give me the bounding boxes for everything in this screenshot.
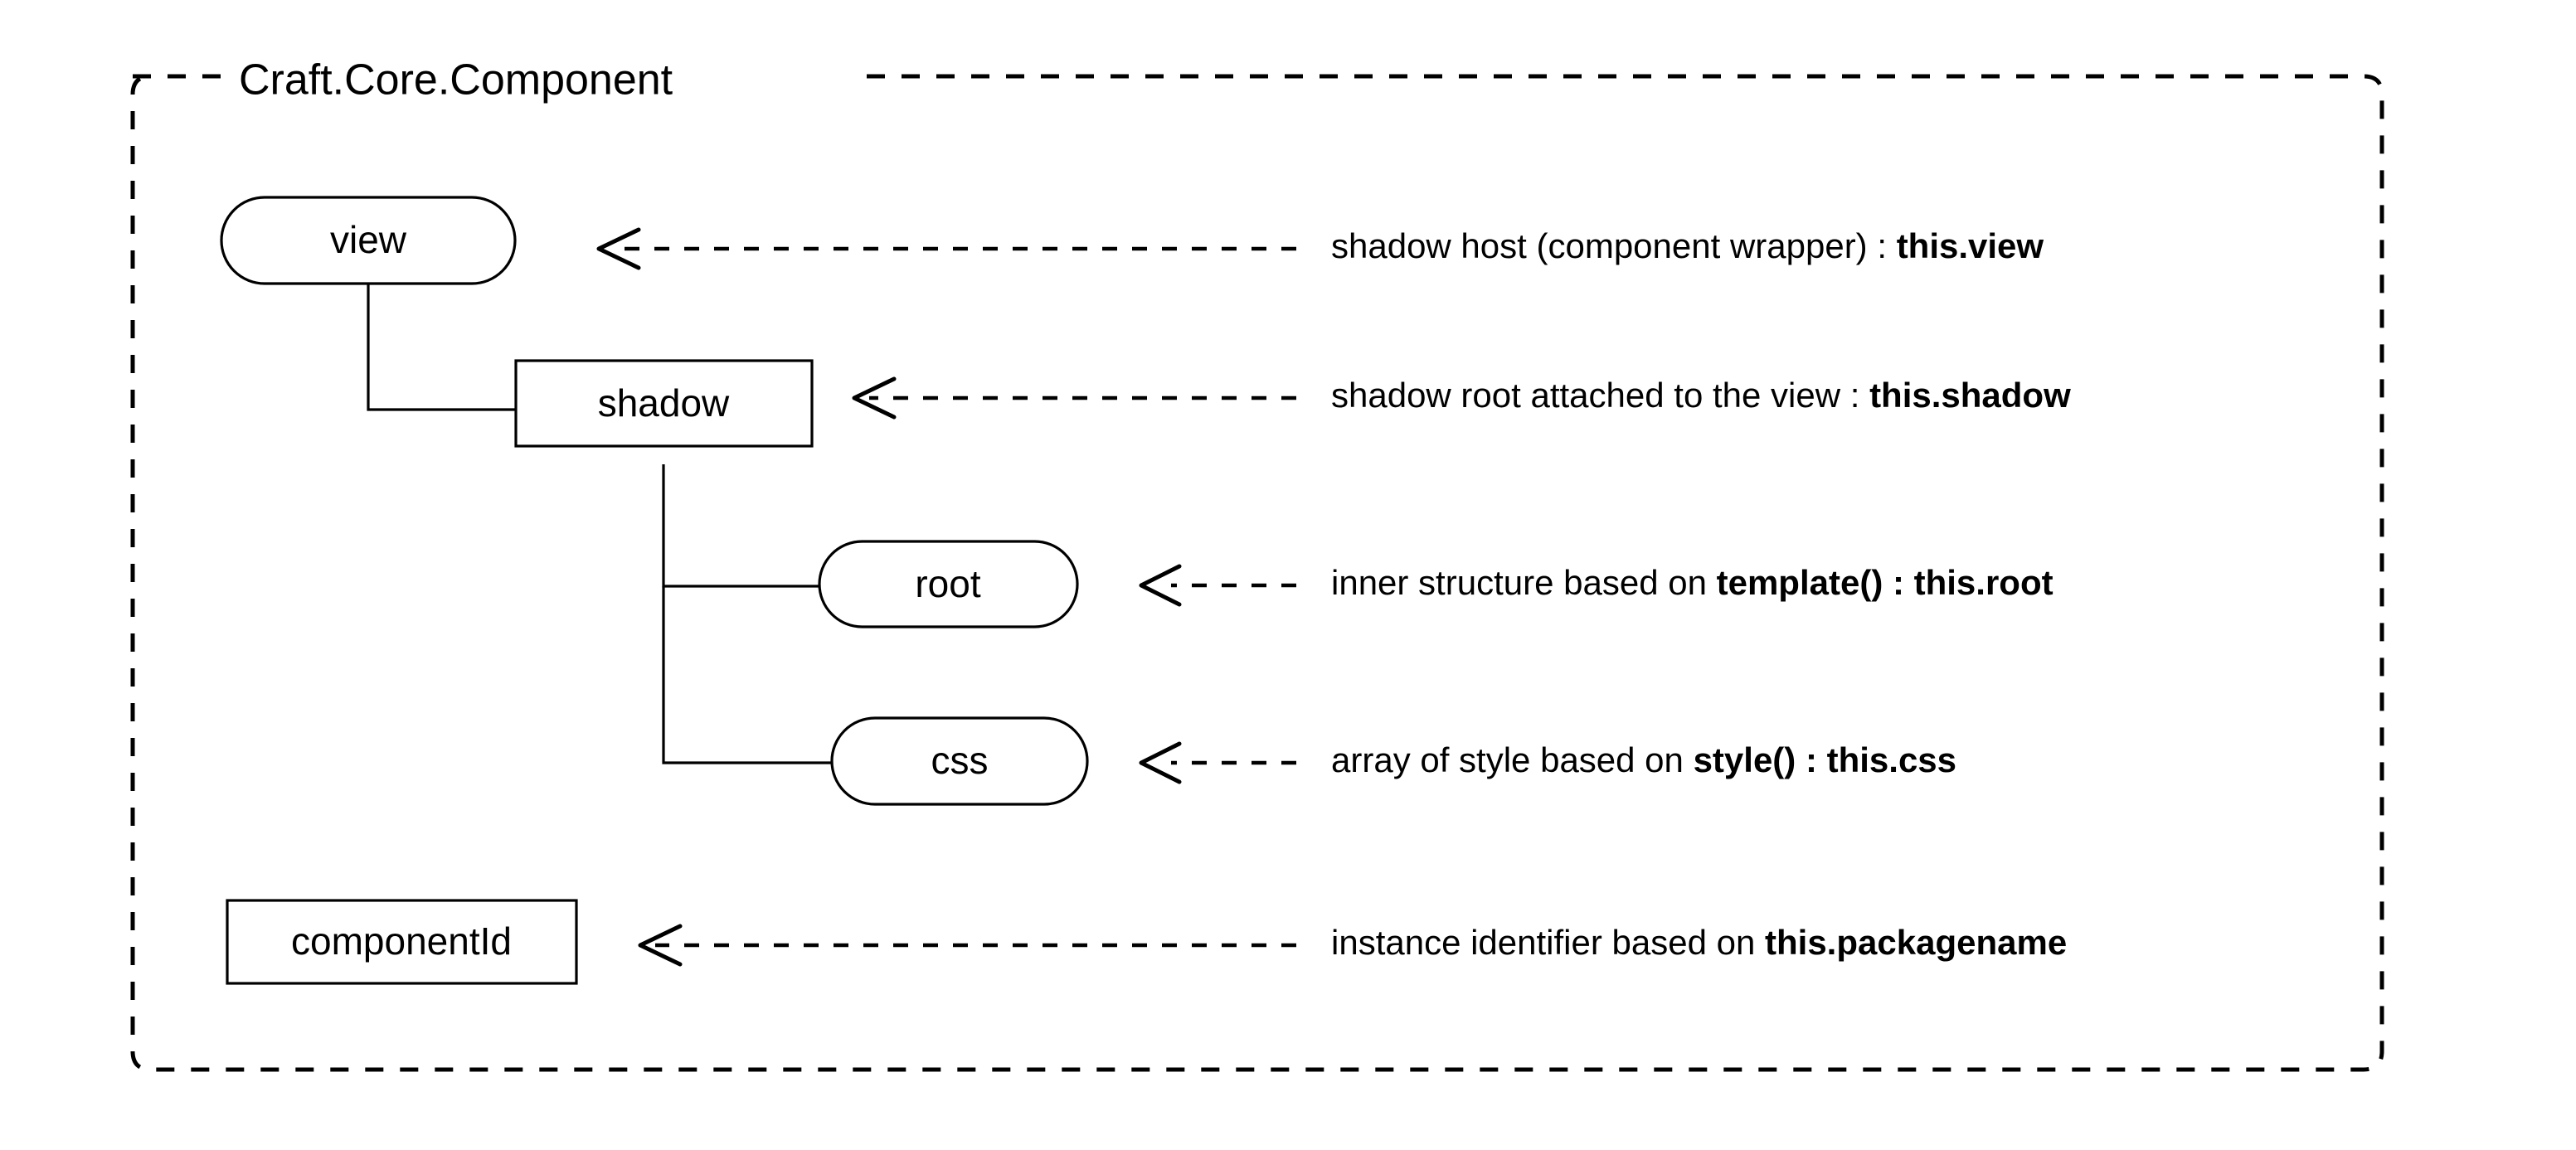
node-componentid-label: componentId (291, 920, 512, 963)
annotation-arrow-shadow-head (852, 376, 897, 420)
annotation-label-componentid-plain: instance identifier based on (1331, 923, 1765, 962)
annotation-label-root-bold: template() : this.root (1717, 563, 2054, 602)
annotation-arrow-root-head (1139, 564, 1182, 607)
node-view-shape (220, 196, 517, 285)
annotation-arrow-root (1139, 564, 1296, 607)
annotation-label-componentid-bold: this.packagename (1765, 923, 2067, 962)
annotation-label-shadow-plain: shadow root attached to the view : (1331, 376, 1869, 415)
connector-shadow-to-css (662, 586, 832, 764)
node-view[interactable]: view (220, 196, 517, 285)
annotation-label-view-plain: shadow host (component wrapper) : (1331, 226, 1897, 265)
node-root-shape (818, 540, 1079, 628)
connector-view-to-shadow (367, 284, 516, 411)
annotation-arrow-view-head (596, 227, 641, 270)
node-shadow[interactable]: shadow (514, 359, 814, 448)
annotation-label-shadow-bold: this.shadow (1869, 376, 2071, 415)
node-componentid-shape (226, 899, 578, 985)
node-shadow-label: shadow (598, 381, 730, 425)
annotation-label-view-bold: this.view (1897, 226, 2044, 265)
annotation-arrow-view (596, 227, 1296, 270)
annotation-label-componentid: instance identifier based on this.packag… (1331, 923, 2067, 962)
annotation-arrow-css (1139, 741, 1296, 784)
annotation-label-css-bold: style() : this.css (1694, 740, 1956, 779)
annotation-arrow-componentid (638, 924, 1296, 967)
annotation-arrow-shadow (852, 376, 1296, 420)
node-root[interactable]: root (818, 540, 1079, 628)
annotation-arrow-css-head (1139, 741, 1182, 784)
annotation-label-css-plain: array of style based on (1331, 740, 1694, 779)
annotation-arrow-componentid-head (638, 924, 683, 967)
node-view-label: view (330, 218, 407, 261)
annotation-label-css: array of style based on style() : this.c… (1331, 740, 1956, 779)
tree-connectors (367, 284, 832, 764)
annotation-label-root-plain: inner structure based on (1331, 563, 1717, 602)
node-css[interactable]: css (830, 716, 1089, 806)
node-componentid[interactable]: componentId (226, 899, 578, 985)
group-container-craft-core-component (130, 74, 2384, 1072)
group-box-border-main (130, 74, 2384, 1072)
node-shadow-shape (514, 359, 814, 448)
annotation-label-shadow: shadow root attached to the view : this.… (1331, 376, 2071, 415)
node-root-label: root (915, 562, 980, 605)
group-title: Craft.Core.Component (239, 56, 673, 104)
node-css-label: css (931, 739, 989, 782)
annotation-label-view: shadow host (component wrapper) : this.v… (1331, 226, 2044, 265)
node-css-shape (830, 716, 1089, 806)
connector-shadow-to-root (662, 464, 819, 588)
annotation-label-root: inner structure based on template() : th… (1331, 563, 2054, 602)
